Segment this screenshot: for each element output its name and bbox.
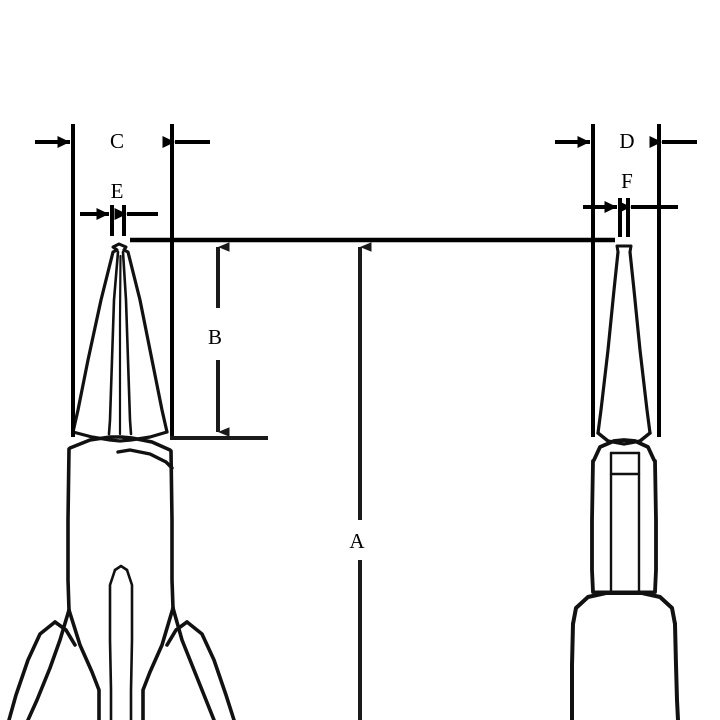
- front-handle-left-inner: [67, 608, 101, 720]
- front-jaw-inner-right: [121, 250, 133, 436]
- front-handle-far-right-top: [165, 620, 189, 647]
- front-body-right-wall: [169, 449, 175, 610]
- front-body-shoulder-inner: [116, 448, 174, 470]
- front-jaw-outer-left: [71, 248, 119, 434]
- side-jaw-left-edge: [596, 250, 620, 435]
- front-jaw-inner-left: [107, 250, 120, 436]
- front-handle-far-left-top: [53, 620, 77, 647]
- dimension-c-label: C: [110, 129, 124, 153]
- front-handle-far-right: [185, 620, 236, 720]
- front-handle-far-left: [7, 620, 57, 720]
- dimension-f: [583, 198, 678, 237]
- dimension-f-label: F: [621, 169, 633, 193]
- front-handle-right-inner: [141, 606, 175, 720]
- pliers-front-view: [7, 242, 236, 720]
- side-jaw-right-edge: [628, 250, 652, 435]
- dimension-d-label: D: [619, 129, 634, 153]
- side-handle-right: [673, 622, 680, 720]
- front-jaw-base-band: [71, 430, 169, 443]
- dimension-a-label: A: [349, 529, 365, 553]
- dimension-e: [80, 205, 158, 236]
- pliers-side-view: [570, 244, 680, 720]
- side-jaw-tip: [615, 244, 633, 254]
- dimension-b-label: B: [208, 325, 222, 349]
- front-jaw-center-line: [118, 254, 122, 436]
- front-jaw-outer-right: [122, 248, 169, 434]
- side-body-left-wall: [590, 459, 595, 594]
- front-jaw-tip: [111, 242, 128, 252]
- side-handle-shoulder: [571, 591, 677, 626]
- front-body-left-wall: [66, 447, 71, 612]
- front-body-shoulder: [68, 435, 172, 452]
- side-body-shoulder: [592, 438, 656, 462]
- dimension-e-label: E: [111, 179, 124, 203]
- side-body-right-wall: [653, 459, 658, 594]
- front-center-groove-right: [125, 568, 134, 720]
- side-jaw-base: [596, 431, 652, 446]
- front-center-groove-top: [113, 564, 129, 572]
- dimension-c: [35, 124, 210, 437]
- dimension-d: [555, 124, 697, 437]
- side-handle-left: [570, 622, 575, 720]
- front-center-groove-left: [108, 568, 117, 720]
